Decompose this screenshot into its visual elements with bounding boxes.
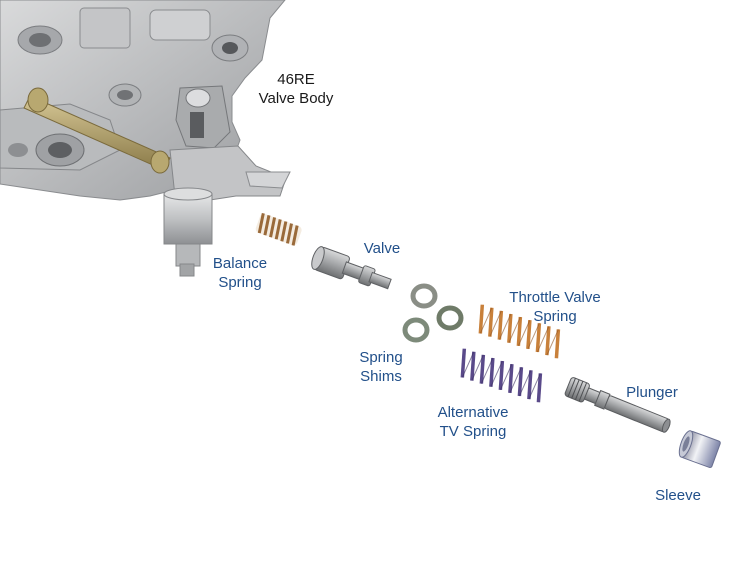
valve-body-casting <box>0 0 291 277</box>
alternative-tv-spring-label-line2: TV Spring <box>439 423 507 440</box>
balance-spring-label: Balance Spring <box>202 254 278 292</box>
valve-body-label-line2: Valve Body <box>258 90 334 107</box>
throttle-valve-spring-label: Throttle Valve Spring <box>498 288 612 326</box>
valve-label-line1: Valve <box>363 240 401 257</box>
spring-shims-label-line1: Spring <box>359 349 403 366</box>
alternative-tv-spring-part <box>460 348 543 403</box>
balance-spring-part <box>255 212 302 246</box>
spring-shims-label-line2: Shims <box>360 368 402 385</box>
alternative-tv-spring-label: Alternative TV Spring <box>424 403 522 441</box>
sleeve-label-line1: Sleeve <box>655 487 701 504</box>
spring-shims-part <box>402 283 464 343</box>
balance-spring-label-line2: Spring <box>218 274 262 291</box>
valve-body-label: 46RE Valve Body <box>254 70 338 108</box>
valve-part <box>311 246 392 290</box>
valve-body-label-line1: 46RE <box>277 71 315 88</box>
throttle-valve-spring-part <box>478 304 561 359</box>
plunger-label-line1: Plunger <box>626 384 678 401</box>
throttle-valve-spring-label-line1: Throttle Valve <box>509 289 601 306</box>
spring-shims-label: Spring Shims <box>348 348 414 386</box>
alternative-tv-spring-label-line1: Alternative <box>437 404 509 421</box>
sleeve-label: Sleeve <box>646 486 710 505</box>
balance-spring-label-line1: Balance <box>212 255 268 272</box>
plunger-part <box>564 377 671 433</box>
valve-label: Valve <box>356 239 408 258</box>
sleeve-part <box>678 430 721 469</box>
plunger-label: Plunger <box>616 383 688 402</box>
throttle-valve-spring-label-line2: Spring <box>533 308 577 325</box>
